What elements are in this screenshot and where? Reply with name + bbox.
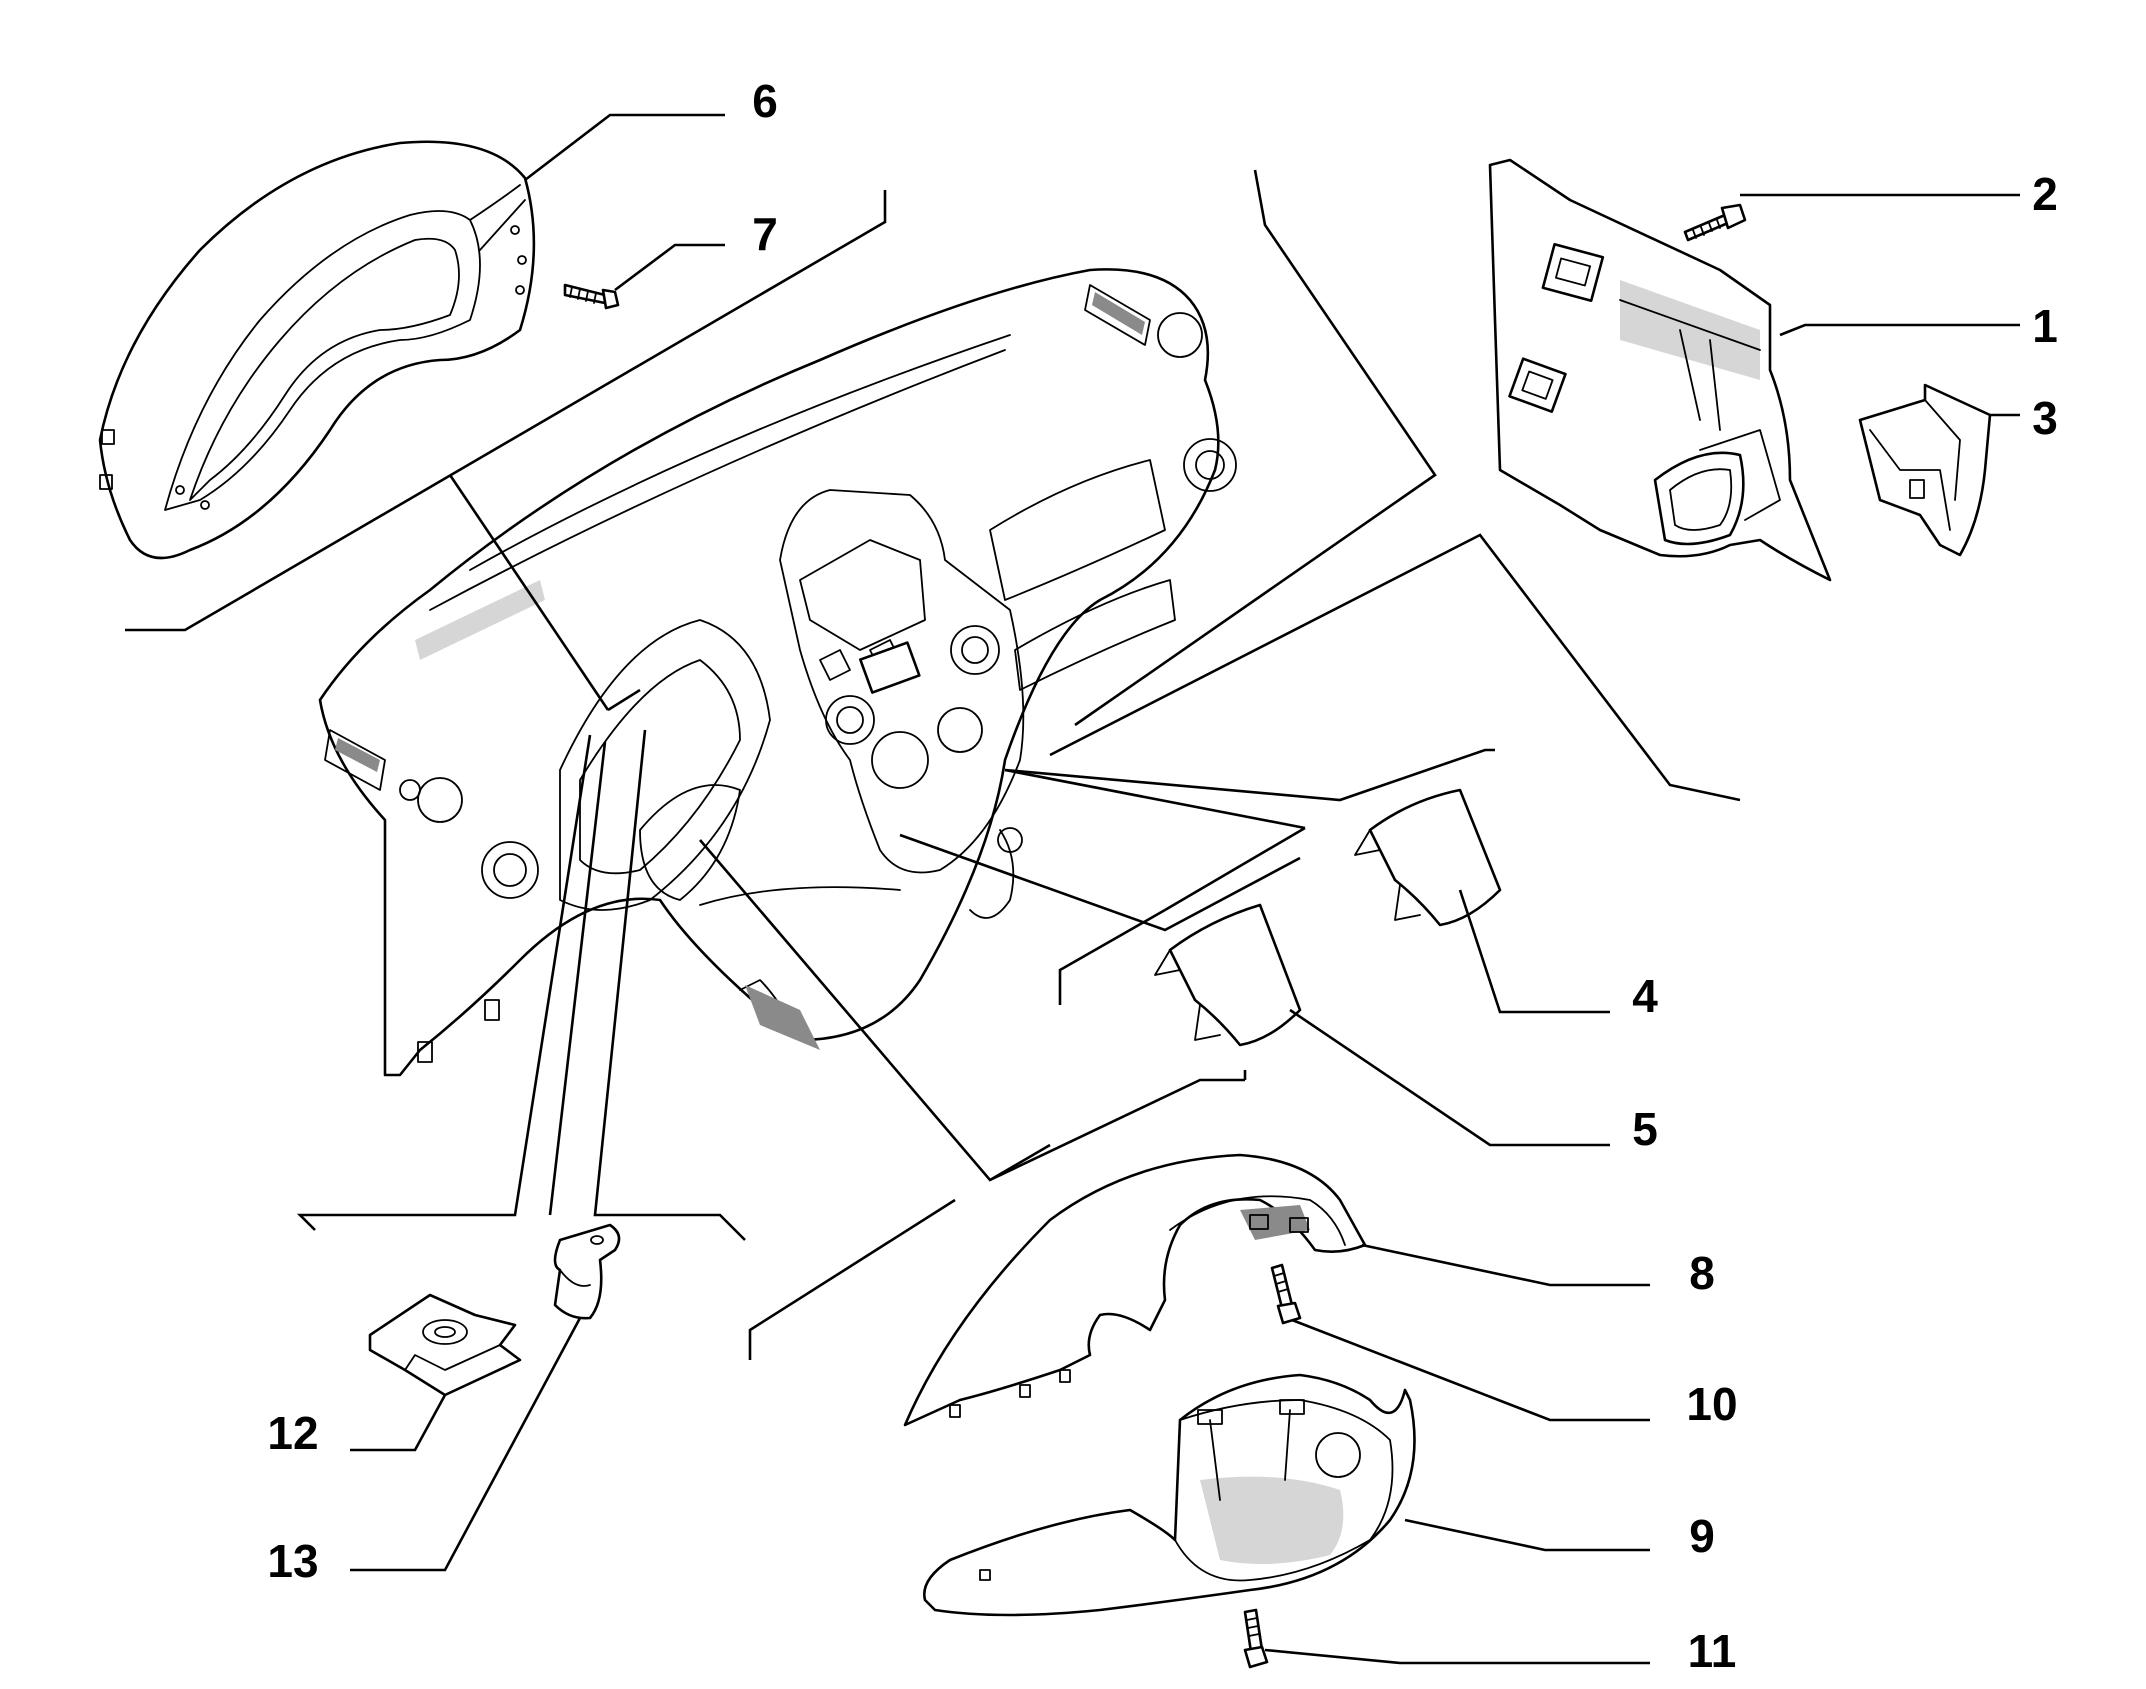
callout-13: 13 <box>267 1535 318 1587</box>
screw-11 <box>1243 1608 1269 1669</box>
screw-2 <box>1683 203 1747 242</box>
callout-2: 2 <box>2032 168 2058 220</box>
screw-10 <box>1270 1263 1302 1325</box>
spring-nut-12 <box>368 1293 522 1397</box>
callout-6: 6 <box>752 75 778 127</box>
callout-4: 4 <box>1632 970 1658 1022</box>
callout-8: 8 <box>1689 1247 1715 1299</box>
lower-column-shroud <box>923 1373 1416 1617</box>
callout-1: 1 <box>2032 300 2058 352</box>
callout-12: 12 <box>267 1407 318 1459</box>
screw-7 <box>563 283 620 310</box>
callout-labels: 1 2 3 4 5 6 7 8 9 10 11 12 13 <box>267 75 2057 1677</box>
clip-13 <box>553 1223 621 1320</box>
callout-3: 3 <box>2032 392 2058 444</box>
bracket-3 <box>1858 383 1992 557</box>
switch-blank-4 <box>1354 788 1502 927</box>
callout-9: 9 <box>1689 1510 1715 1562</box>
upper-column-shroud <box>903 1153 1367 1427</box>
lower-trim-panel <box>1488 158 1832 582</box>
callout-5: 5 <box>1632 1103 1658 1155</box>
callout-11: 11 <box>1688 1625 1737 1677</box>
instrument-cluster-hood <box>98 140 536 560</box>
callout-10: 10 <box>1686 1378 1737 1430</box>
leader-lines <box>125 113 2020 1665</box>
switch-blank-5 <box>1154 903 1302 1047</box>
dashboard-assembly <box>318 268 1237 1077</box>
callout-7: 7 <box>752 208 778 260</box>
